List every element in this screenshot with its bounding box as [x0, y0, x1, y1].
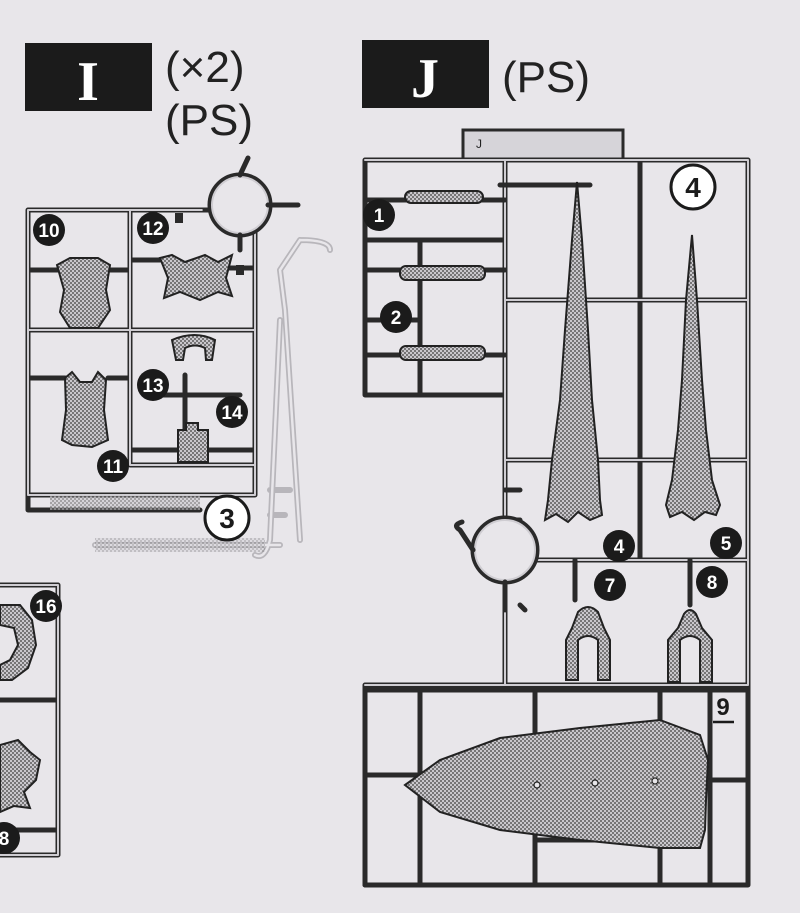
partial-part-16-shape — [0, 604, 38, 681]
sprue-i-part-12-shape — [158, 253, 234, 302]
sprue-j-tab — [461, 128, 625, 162]
sprue-j-part-2b-shape — [399, 345, 486, 361]
svg-text:3: 3 — [219, 503, 235, 534]
sprue-i-marker-14: 14 — [216, 396, 248, 428]
sprue-i-marker-3: 3 — [203, 494, 251, 542]
sprue-j-marker-2: 2 — [380, 301, 412, 333]
sprue-i-marker-12: 12 — [137, 212, 169, 244]
sprue-j-part-2a-shape — [399, 265, 486, 281]
sprue-i-frame — [25, 155, 301, 513]
sprue-j-letter: J — [411, 48, 439, 110]
svg-text:4: 4 — [614, 537, 625, 558]
partial-sprue: 16 8 — [0, 582, 62, 858]
sprue-j-marker-9: 9 — [713, 694, 734, 724]
sprue-j-marker-7: 7 — [594, 569, 626, 601]
sprue-j-part-1-shape — [404, 190, 484, 204]
sprue-j-label-box — [362, 40, 489, 108]
svg-text:8: 8 — [0, 829, 9, 850]
svg-text:10: 10 — [38, 221, 59, 242]
partial-part-8-shape — [0, 738, 42, 814]
svg-text:9: 9 — [716, 694, 729, 721]
sprue-i-quantity: (×2) — [165, 43, 244, 92]
svg-text:13: 13 — [142, 376, 163, 397]
sprue-j-part-4-shape — [543, 181, 604, 524]
sprue-i-letter: I — [77, 51, 99, 113]
svg-text:5: 5 — [721, 534, 732, 555]
sprue-i-marker-10: 10 — [33, 214, 65, 246]
sprue-j-marker-1: 1 — [363, 199, 395, 231]
sprue-i-material: (PS) — [165, 96, 253, 145]
sprue-j-marker-4: 4 — [603, 530, 635, 562]
svg-text:7: 7 — [605, 576, 616, 597]
sprue-i-label-box — [25, 43, 152, 111]
sprue-i-marker-11: 11 — [97, 450, 129, 482]
svg-text:1: 1 — [374, 206, 385, 227]
sprue-i-part-13-shape — [170, 334, 217, 361]
partial-marker-16: 16 — [30, 590, 62, 622]
sprue-j-part-8-shape — [667, 609, 713, 683]
svg-text:8: 8 — [707, 573, 718, 594]
svg-text:11: 11 — [103, 457, 124, 478]
svg-text:4: 4 — [685, 172, 701, 203]
svg-text:14: 14 — [221, 403, 243, 424]
sprue-j-marker-5: 5 — [710, 527, 742, 559]
sprue-j-material: (PS) — [502, 53, 590, 102]
sprue-i: I (×2) (PS) 10 — [25, 43, 333, 559]
sprue-i-marker-13: 13 — [137, 369, 169, 401]
partial-marker-8: 8 — [0, 822, 20, 854]
sprue-j: J (PS) J 1 — [362, 40, 751, 888]
sprue-j-marker-4-outlined: 4 — [669, 163, 717, 211]
sprue-i-part-10-shape — [55, 257, 112, 329]
sprue-j-part-7-shape — [565, 606, 611, 681]
sprue-i-part-11-shape — [60, 370, 110, 449]
sprue-j-marker-8: 8 — [696, 566, 728, 598]
sprue-i-part-14-shape — [177, 422, 209, 463]
ghost-runner-3 — [92, 237, 333, 559]
svg-text:16: 16 — [35, 597, 56, 618]
svg-text:12: 12 — [142, 219, 163, 240]
sprue-j-tag: J — [476, 137, 482, 151]
sprue-j-part-5-shape — [664, 234, 722, 522]
svg-text:2: 2 — [391, 308, 402, 329]
sprue-j-part-9-shape — [403, 718, 710, 849]
